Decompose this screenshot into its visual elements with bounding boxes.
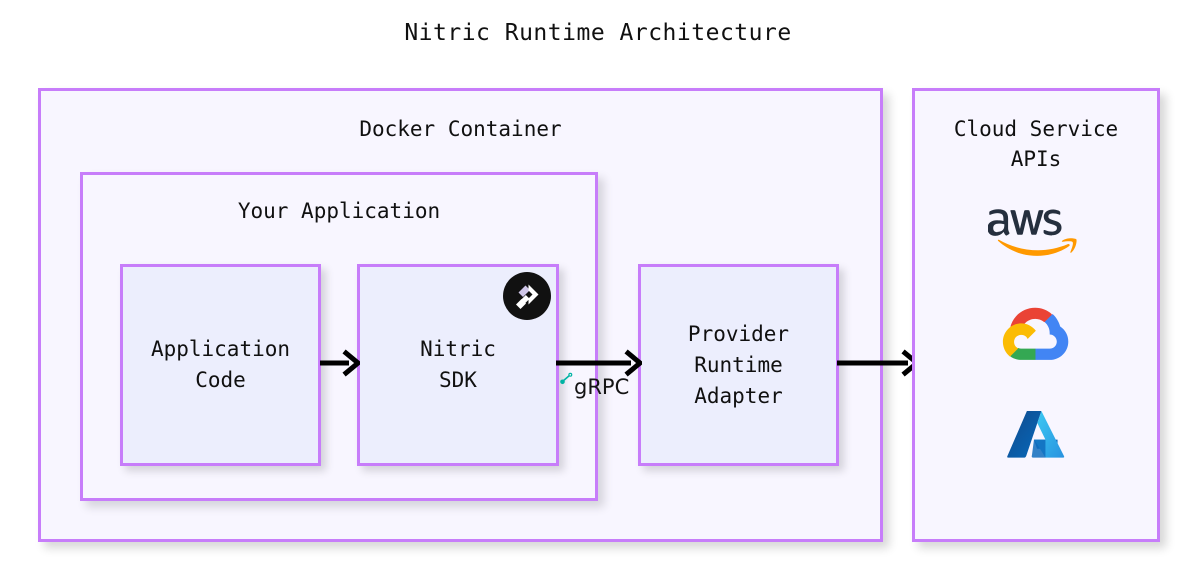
arrow-nitric-sdk-to-provider-runtime-adapter — [556, 348, 644, 378]
aws-logo-icon — [987, 203, 1084, 265]
nitric-sdk-label: Nitric SDK — [420, 337, 496, 392]
grpc-logo-icon — [560, 370, 573, 389]
provider-runtime-adapter-box: Provider Runtime Adapter — [638, 264, 839, 466]
nitric-logo-icon — [503, 272, 551, 320]
page-title: Nitric Runtime Architecture — [404, 20, 792, 46]
provider-runtime-adapter-label: Provider Runtime Adapter — [687, 321, 790, 408]
grpc-label-text: gRPC — [574, 375, 630, 399]
your-application-label: Your Application — [237, 199, 441, 223]
azure-logo-icon — [1003, 407, 1069, 473]
arrow-provider-runtime-adapter-to-cloud-service-apis — [837, 348, 921, 378]
application-code-box: Application Code — [120, 264, 321, 466]
application-code-label: Application Code — [150, 337, 291, 392]
google-cloud-logo-icon — [998, 303, 1074, 369]
arrow-application-code-to-nitric-sdk — [320, 348, 362, 378]
cloud-provider-logo-list — [915, 187, 1157, 537]
grpc-edge-label: gRPC — [560, 368, 629, 398]
cloud-service-apis-box: Cloud Service APIs — [912, 88, 1160, 542]
cloud-service-apis-label: Cloud Service APIs — [953, 117, 1119, 171]
docker-container-label: Docker Container — [359, 117, 562, 141]
